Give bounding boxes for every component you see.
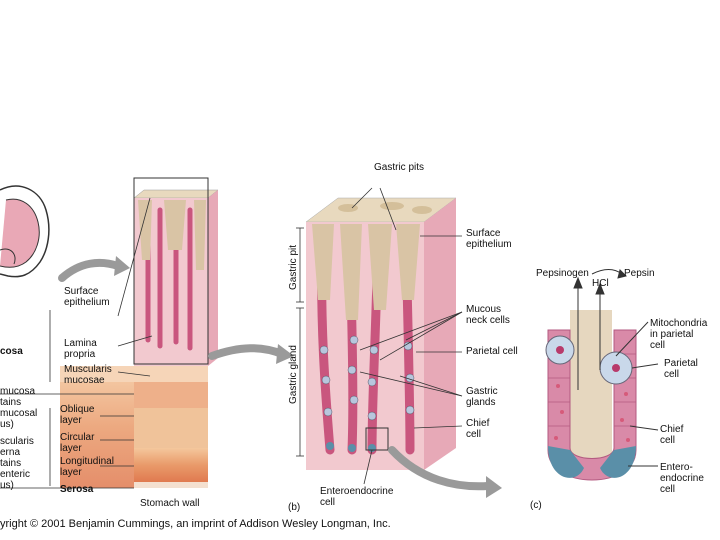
label-b-mucous-neck-cells: Mucous neck cells [466, 304, 510, 326]
panel-c-arrows [573, 269, 659, 467]
label-b-parietal-cell: Parietal cell [466, 346, 518, 357]
panel-b-letter: (b) [288, 502, 301, 513]
label-a-muscularis-externa: scularis erna tains enteric us) [0, 436, 34, 491]
label-a-serosa: Serosa [60, 484, 94, 495]
label-b-gastric-glands: Gastric glands [466, 386, 498, 408]
stomach-illustration [0, 185, 50, 278]
gland-cross-section [545, 310, 637, 481]
label-a-mucosa: cosa [0, 346, 23, 357]
zoom-arrow-b [208, 344, 286, 360]
label-a-longitudinal-layer: Longitudinal layer [60, 456, 114, 478]
label-c-parietal-cell: Parietal cell [664, 358, 698, 380]
label-b-gastric-pit-vertical: Gastric pit [288, 244, 299, 290]
panel-b-leaders [351, 187, 463, 485]
label-b-gastric-gland-vertical: Gastric gland [288, 345, 299, 404]
label-c-enteroendocrine-cell: Entero- endocrine cell [660, 462, 704, 495]
panel-a-leaders [0, 197, 153, 489]
panel-c-letter: (c) [530, 500, 542, 511]
label-b-surface-epithelium: Surface epithelium [466, 228, 512, 250]
zoom-arrow-c [388, 446, 492, 491]
stomach-histology-figure: Surface epithelium Lamina propria Muscul… [0, 150, 720, 513]
label-c-hcl: HCl [592, 278, 609, 289]
label-b-gastric-pits: Gastric pits [374, 162, 425, 173]
figure-artwork [0, 177, 659, 498]
label-b-chief-cell: Chief cell [466, 418, 490, 440]
label-c-mitochondria: Mitochondria in parietal cell [650, 318, 708, 351]
copyright-notice: yright © 2001 Benjamin Cummings, an impr… [0, 518, 391, 530]
label-b-enteroendocrine-cell: Enteroendocrine cell [320, 486, 394, 508]
label-c-pepsin: Pepsin [624, 268, 655, 279]
label-a-lamina-propria: Lamina propria [64, 338, 97, 360]
label-a-surface-epithelium: Surface epithelium [64, 286, 110, 308]
zoom-arrow-a [58, 258, 122, 282]
label-c-pepsinogen: Pepsinogen [536, 268, 589, 279]
gastric-gland-block [305, 197, 457, 470]
panel-b-brackets [296, 227, 304, 457]
label-a-circular-layer: Circular layer [60, 432, 95, 454]
label-a-stomach-wall: Stomach wall [140, 498, 200, 509]
label-c-chief-cell: Chief cell [660, 424, 684, 446]
label-a-submucosa: mucosa tains mucosal us) [0, 386, 38, 430]
label-a-muscularis-mucosae: Muscularis mucosae [64, 364, 112, 386]
label-a-oblique-layer: Oblique layer [60, 404, 95, 426]
